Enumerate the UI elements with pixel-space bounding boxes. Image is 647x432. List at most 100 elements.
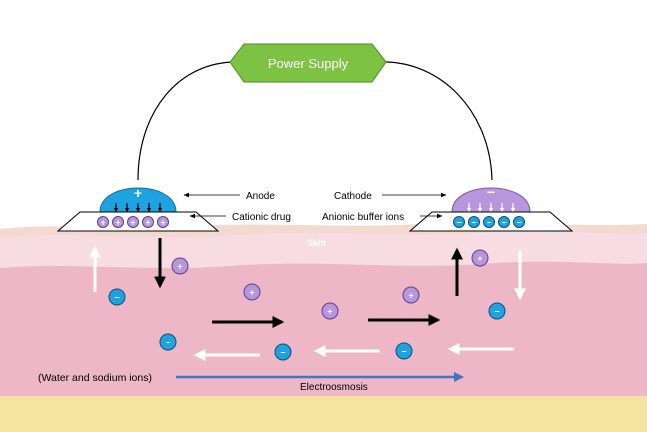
- cathode-reservoir-ion-sign: −: [456, 218, 461, 228]
- cathode-reservoir-ion: −: [468, 216, 480, 228]
- field-arrow-head: [157, 208, 163, 212]
- cathode-electrode: − −−−−−: [408, 184, 574, 232]
- cathode-reservoir-ion-sign: −: [486, 218, 491, 228]
- skin-ions: + + + + + − − − − −: [108, 249, 506, 361]
- power-supply-box: [229, 43, 387, 83]
- anode-label: Anode: [246, 191, 275, 202]
- skin-cation: +: [171, 257, 189, 275]
- cathode-reservoir-ion-sign: −: [471, 218, 476, 228]
- cathode-reservoir-ions: −−−−−: [453, 216, 525, 228]
- skin-anion-circle: [159, 333, 177, 351]
- skin-anion: −: [488, 302, 506, 320]
- cathode-reservoir-ion-circle: [498, 216, 510, 228]
- skin-anion-sign: −: [165, 338, 170, 348]
- skin-cation-circle: [402, 286, 420, 304]
- anionic-buffer-label: Anionic buffer ions: [322, 212, 404, 223]
- cathode-reservoir-ion: −: [453, 216, 465, 228]
- anode-reservoir-ion-circle: [112, 216, 124, 228]
- anode-reservoir-ion-circle: [127, 216, 139, 228]
- skin-anion: −: [395, 342, 413, 360]
- cathode-reservoir-ion-circle: [513, 216, 525, 228]
- cathode-label: Cathode: [334, 191, 372, 202]
- anode-reservoir-ion-sign: +: [100, 218, 105, 228]
- cathode-wire: [383, 61, 493, 181]
- circuit-wires: [137, 61, 493, 181]
- skin-cation-sign: +: [327, 307, 332, 317]
- anode-reservoir-ion-circle: [157, 216, 169, 228]
- anode-sign: +: [134, 185, 142, 201]
- anode-dome: [99, 187, 177, 213]
- cathode-field-arrows: [466, 203, 516, 212]
- anode-reservoir-ion-sign: +: [145, 218, 150, 228]
- cathode-sign: −: [487, 184, 495, 200]
- cathode-reservoir-ion: −: [498, 216, 510, 228]
- skin-cation-circle: [321, 302, 339, 320]
- skin-cation-sign: +: [477, 254, 482, 264]
- field-arrow-head: [510, 208, 516, 212]
- cathode-reservoir-ion-circle: [468, 216, 480, 228]
- cathode-reservoir-ion-circle: [483, 216, 495, 228]
- anode-field-arrows: [113, 203, 163, 212]
- field-arrow-head: [135, 208, 141, 212]
- skin-anion-sign: −: [494, 307, 499, 317]
- field-arrow-head: [124, 208, 130, 212]
- skin-anion-circle: [488, 302, 506, 320]
- cathode-reservoir-ion: −: [483, 216, 495, 228]
- anode-reservoir-ion-sign: +: [130, 218, 135, 228]
- skin-anion-sign: −: [401, 347, 406, 357]
- skin-cation: +: [243, 283, 261, 301]
- field-arrow-head: [499, 208, 505, 212]
- cathode-reservoir-ion: −: [513, 216, 525, 228]
- field-arrow-head: [488, 208, 494, 212]
- skin-cation-circle: [171, 257, 189, 275]
- cathode-reservoir-ion-sign: −: [501, 218, 506, 228]
- skin-cation-sign: +: [408, 291, 413, 301]
- skin-anion: −: [159, 333, 177, 351]
- anode-reservoir-ion: +: [142, 216, 154, 228]
- skin-label: Skin: [307, 238, 326, 248]
- skin-anion-sign: −: [114, 293, 119, 303]
- skin-layers: [0, 222, 647, 432]
- field-arrow-head: [113, 208, 119, 212]
- subcutis-layer: [0, 396, 647, 432]
- electroosmosis: (Water and sodium ions) Electroosmosis: [38, 372, 464, 393]
- field-arrow-head: [477, 208, 483, 212]
- skin-anion-circle: [274, 343, 292, 361]
- anode-reservoir-ion: +: [157, 216, 169, 228]
- cathode-dome: [451, 187, 531, 213]
- skin-cation-circle: [243, 283, 261, 301]
- skin-anion: −: [108, 288, 126, 306]
- skin-anion: −: [274, 343, 292, 361]
- skin-cation: +: [402, 286, 420, 304]
- power-supply: Power Supply: [229, 43, 387, 83]
- skin-cation-circle: [471, 249, 489, 267]
- anode-reservoir-ion-circle: [142, 216, 154, 228]
- skin-cation: +: [321, 302, 339, 320]
- skin-cation-sign: +: [177, 262, 182, 272]
- dermis-layer: [0, 261, 647, 400]
- anode-electrode: + + + + + +: [56, 185, 220, 232]
- skin-anion-circle: [108, 288, 126, 306]
- anode-reservoir-ion: +: [97, 216, 109, 228]
- anode-reservoir-ion: +: [112, 216, 124, 228]
- water-sodium-label: (Water and sodium ions): [38, 372, 152, 384]
- anode-wire: [137, 61, 237, 181]
- skin-anion-sign: −: [280, 348, 285, 358]
- electroosmosis-label: Electroosmosis: [300, 382, 368, 393]
- cathode-reservoir-ion-sign: −: [516, 218, 521, 228]
- field-arrow-head: [146, 208, 152, 212]
- cationic-drug-label: Cationic drug: [232, 212, 291, 223]
- cathode-reservoir-ion-circle: [453, 216, 465, 228]
- anode-reservoir-ions: + + + + +: [97, 216, 169, 228]
- skin-cation: +: [471, 249, 489, 267]
- power-supply-label: Power Supply: [268, 56, 349, 71]
- callouts: Anode Cationic drug Cathode Anionic buff…: [183, 191, 447, 223]
- anode-reservoir-ion-circle: [97, 216, 109, 228]
- flow-arrows: [89, 238, 526, 361]
- skin-anion-circle: [395, 342, 413, 360]
- anode-reservoir-ion: +: [127, 216, 139, 228]
- anode-reservoir-ion-sign: +: [160, 218, 165, 228]
- field-arrow-head: [466, 208, 472, 212]
- skin-cation-sign: +: [249, 288, 254, 298]
